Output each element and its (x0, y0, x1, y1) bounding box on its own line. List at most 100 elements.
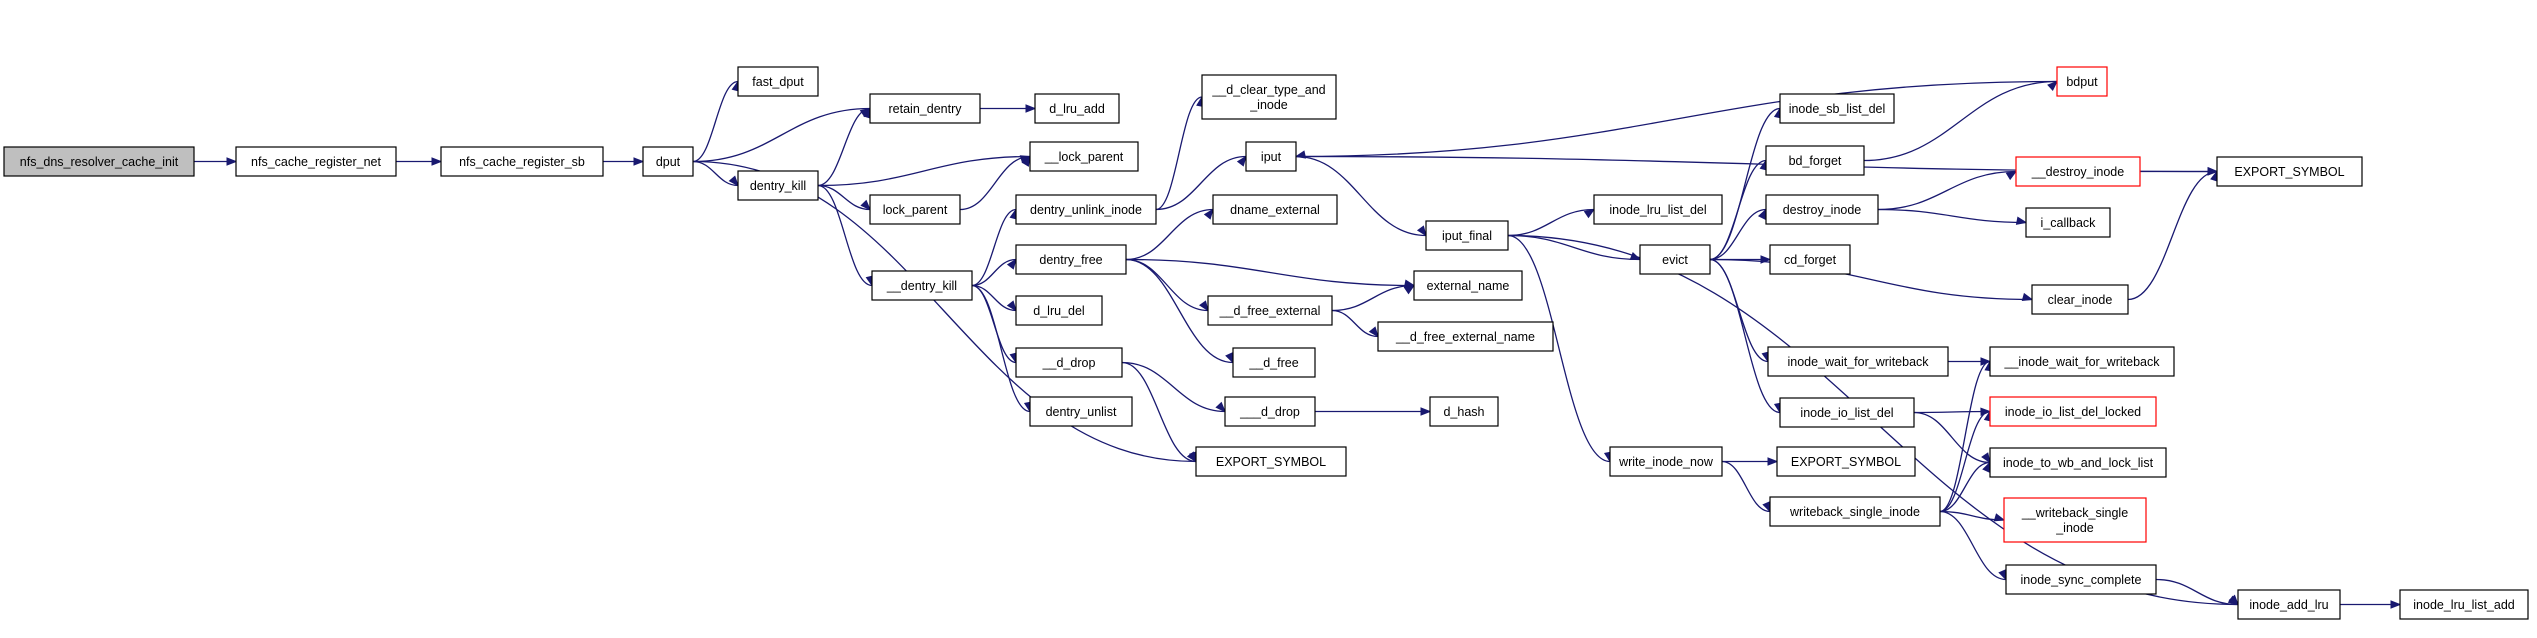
node-box (2216, 156, 2363, 187)
edge-line (1877, 208, 2027, 224)
edge-line (1331, 309, 1379, 338)
node-fast-dput[interactable]: fast_dput (737, 66, 819, 97)
edge-arrowhead (1021, 155, 1031, 167)
edge-evict-to-inode-io-list-del (1709, 258, 1783, 414)
node-destroy-inode[interactable]: destroy_inode (1765, 194, 1879, 225)
node-label: inode_wait_for_writeback (1787, 355, 1929, 369)
node-inode-wait-for-writeback[interactable]: inode_wait_for_writeback (1767, 346, 1949, 377)
node-label: inode_io_list_del (1800, 406, 1893, 420)
edge-dentry-kill-to-dentry-free (971, 258, 1017, 287)
edge-evict-to-inode-sb-list-del (1709, 107, 1783, 261)
node-writeback-single-inode[interactable]: __writeback_single_inode (2003, 497, 2147, 543)
node-cd-forget[interactable]: cd_forget (1769, 244, 1851, 275)
edge-arrowhead (1006, 300, 1017, 312)
node-dentry-kill[interactable]: __dentry_kill (871, 270, 973, 301)
edge-arrowhead (226, 157, 238, 166)
edge-line (1709, 159, 1767, 261)
node-evict[interactable]: evict (1639, 244, 1711, 275)
edge-line (1155, 96, 1203, 211)
node-inode-wait-for-writeback[interactable]: __inode_wait_for_writeback (1989, 346, 2175, 377)
node-inode-sb-list-del[interactable]: inode_sb_list_del (1779, 93, 1895, 124)
node-box (1377, 321, 1554, 352)
node-iput[interactable]: iput (1245, 141, 1297, 172)
node-d-hash[interactable]: d_hash (1429, 396, 1499, 427)
edge-line (1507, 208, 1595, 237)
node-inode-to-wb-and-lock-list[interactable]: inode_to_wb_and_lock_list (1989, 447, 2167, 478)
edge-iput-final-to-evict (1507, 234, 1642, 261)
node-label: fast_dput (752, 75, 804, 89)
node-writeback-single-inode[interactable]: writeback_single_inode (1769, 496, 1941, 527)
node-d-free-external-name[interactable]: __d_free_external_name (1377, 321, 1554, 352)
node-d-lru-add[interactable]: d_lru_add (1034, 93, 1120, 124)
node-dname-external[interactable]: dname_external (1212, 194, 1338, 225)
node-dentry-unlink-inode[interactable]: dentry_unlink_inode (1015, 194, 1157, 225)
node-clear-inode[interactable]: clear_inode (2031, 284, 2129, 315)
node-d-drop[interactable]: ___d_drop (1224, 396, 1316, 427)
node-d-free-external[interactable]: __d_free_external (1207, 295, 1333, 326)
edge-line (1709, 258, 1781, 414)
edge-line (1721, 460, 1771, 513)
node-lock-parent[interactable]: __lock_parent (1029, 141, 1139, 172)
node-dput[interactable]: dput (642, 146, 694, 177)
node-inode-lru-list-del[interactable]: inode_lru_list_del (1593, 194, 1723, 225)
node-dentry-free[interactable]: dentry_free (1015, 244, 1127, 275)
node-external-name[interactable]: external_name (1413, 270, 1523, 301)
edge-line (1507, 234, 1611, 463)
node-nfs-cache-register-net[interactable]: nfs_cache_register_net (235, 146, 397, 177)
node-export-symbol[interactable]: EXPORT_SYMBOL (1195, 446, 1347, 477)
node-label: inode_lru_list_del (1609, 203, 1706, 217)
node-label: dentry_free (1039, 253, 1102, 267)
node-box (2237, 589, 2341, 620)
node-inode-io-list-del-locked[interactable]: inode_io_list_del_locked (1989, 396, 2157, 427)
node-d-drop[interactable]: __d_drop (1015, 347, 1123, 378)
edge-arrowhead (1006, 258, 1017, 270)
edge-line (1507, 234, 1641, 261)
node-lock-parent[interactable]: lock_parent (869, 194, 961, 225)
node-d-free[interactable]: __d_free (1232, 347, 1316, 378)
node-label: EXPORT_SYMBOL (2234, 165, 2344, 179)
node-bd-forget[interactable]: bd_forget (1765, 145, 1865, 176)
node-inode-add-lru[interactable]: inode_add_lru (2237, 589, 2341, 620)
node-label: _inode (1249, 98, 1288, 112)
node-dentry-kill[interactable]: dentry_kill (737, 170, 819, 201)
node-box (1413, 270, 1523, 301)
edge-line (817, 107, 871, 187)
node-label: inode_sync_complete (2021, 573, 2142, 587)
edge-iput-final-to-inode-lru-list-del (1507, 208, 1596, 237)
node-retain-dentry[interactable]: retain_dentry (869, 93, 981, 124)
edge-arrowhead (1403, 284, 1416, 295)
node-bdput[interactable]: bdput (2056, 66, 2108, 97)
node-write-inode-now[interactable]: write_inode_now (1609, 446, 1723, 477)
node-export-symbol[interactable]: EXPORT_SYMBOL (2216, 156, 2363, 187)
node-inode-lru-list-add[interactable]: inode_lru_list_add (2399, 589, 2529, 620)
node-d-lru-del[interactable]: d_lru_del (1015, 295, 1103, 326)
node-inode-sync-complete[interactable]: inode_sync_complete (2005, 564, 2157, 595)
node-iput-final[interactable]: iput_final (1425, 220, 1509, 251)
node-box (642, 146, 694, 177)
node-destroy-inode[interactable]: __destroy_inode (2015, 156, 2141, 187)
node-box (1015, 347, 1123, 378)
node-box (1989, 346, 2175, 377)
edge-dentry-free-to-d-free-external (1125, 258, 1209, 312)
node-nfs-cache-register-sb[interactable]: nfs_cache_register_sb (440, 146, 604, 177)
edge-line (1913, 411, 1991, 464)
node-inode-io-list-del[interactable]: inode_io_list_del (1779, 397, 1915, 428)
node-box (2025, 207, 2111, 238)
edge-dentry-kill-to-dentry-unlink-inode (971, 208, 1018, 287)
node-i-callback[interactable]: i_callback (2025, 207, 2111, 238)
node-export-symbol[interactable]: EXPORT_SYMBOL (1776, 446, 1916, 477)
edge-evict-to-inode-wait-for-writeback (1709, 258, 1770, 363)
node-dentry-unlist[interactable]: dentry_unlist (1029, 396, 1133, 427)
edge-inode-sync-complete-to-inode-add-lru (2155, 578, 2240, 606)
node-label: write_inode_now (1618, 455, 1714, 469)
node-box (1201, 74, 1337, 120)
node-nfs-dns-resolver-cache-init[interactable]: nfs_dns_resolver_cache_init (3, 146, 195, 177)
node-label: ___d_drop (1239, 405, 1300, 419)
node-d-clear-type-and-inode[interactable]: __d_clear_type_and_inode (1201, 74, 1337, 120)
edge-line (971, 284, 1031, 413)
node-label: bdput (2066, 75, 2098, 89)
edge-arrowhead (1203, 208, 1214, 220)
edge-arrowhead (1420, 407, 1432, 416)
node-box (1779, 397, 1915, 428)
edge-dentry-kill-to-dentry-kill (817, 184, 874, 287)
